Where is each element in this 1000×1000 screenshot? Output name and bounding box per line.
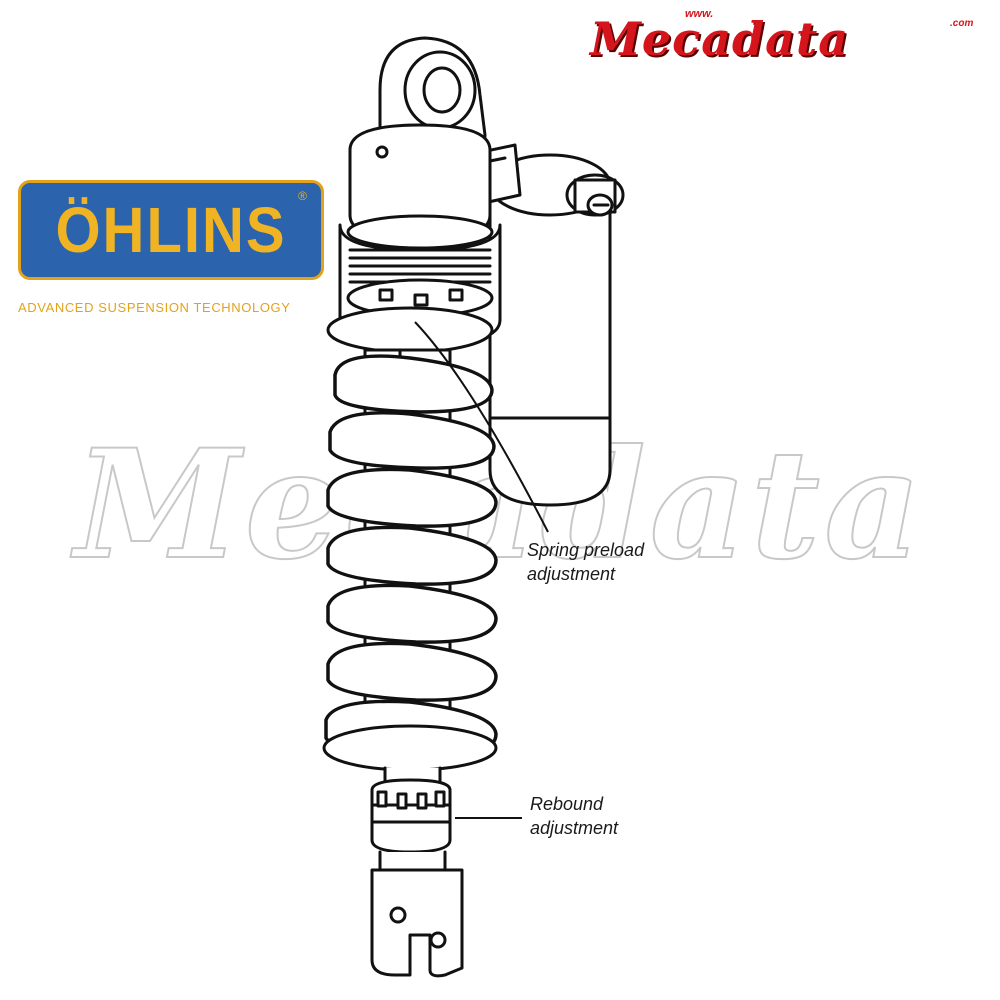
ohlins-logo: ÖHLINS ® ADVANCED SUSPENSION TECHNOLOGY xyxy=(18,180,328,320)
coil-spring xyxy=(324,354,498,760)
lower-shaft xyxy=(370,766,452,882)
spring-preload-leader xyxy=(414,321,549,533)
mecadata-wordmark: Mecadata xyxy=(590,12,850,66)
mecadata-logo: www. Mecadata .com xyxy=(590,6,995,66)
ohlins-badge: ÖHLINS ® xyxy=(18,180,324,280)
spring-preload-label-line-1: Spring preload xyxy=(527,540,645,560)
reservoir-canister xyxy=(488,153,625,507)
ohlins-tagline: ADVANCED SUSPENSION TECHNOLOGY xyxy=(18,300,291,315)
spring-preload-label: Spring preload adjustment xyxy=(527,538,644,586)
spring-preload-label-line-2: adjustment xyxy=(527,564,616,584)
bottom-clevis xyxy=(370,868,464,978)
rebound-label-line-1: Rebound xyxy=(530,794,604,814)
mecadata-www: www. xyxy=(685,8,714,20)
mecadata-com: .com xyxy=(950,18,974,29)
ohlins-wordmark: ÖHLINS xyxy=(55,194,287,266)
threaded-body xyxy=(338,214,502,347)
rebound-label-line-2: adjustment xyxy=(530,818,619,838)
top-eyelet xyxy=(348,36,492,242)
registered-mark: ® xyxy=(298,189,307,203)
rebound-label: Rebound adjustment xyxy=(530,792,618,840)
